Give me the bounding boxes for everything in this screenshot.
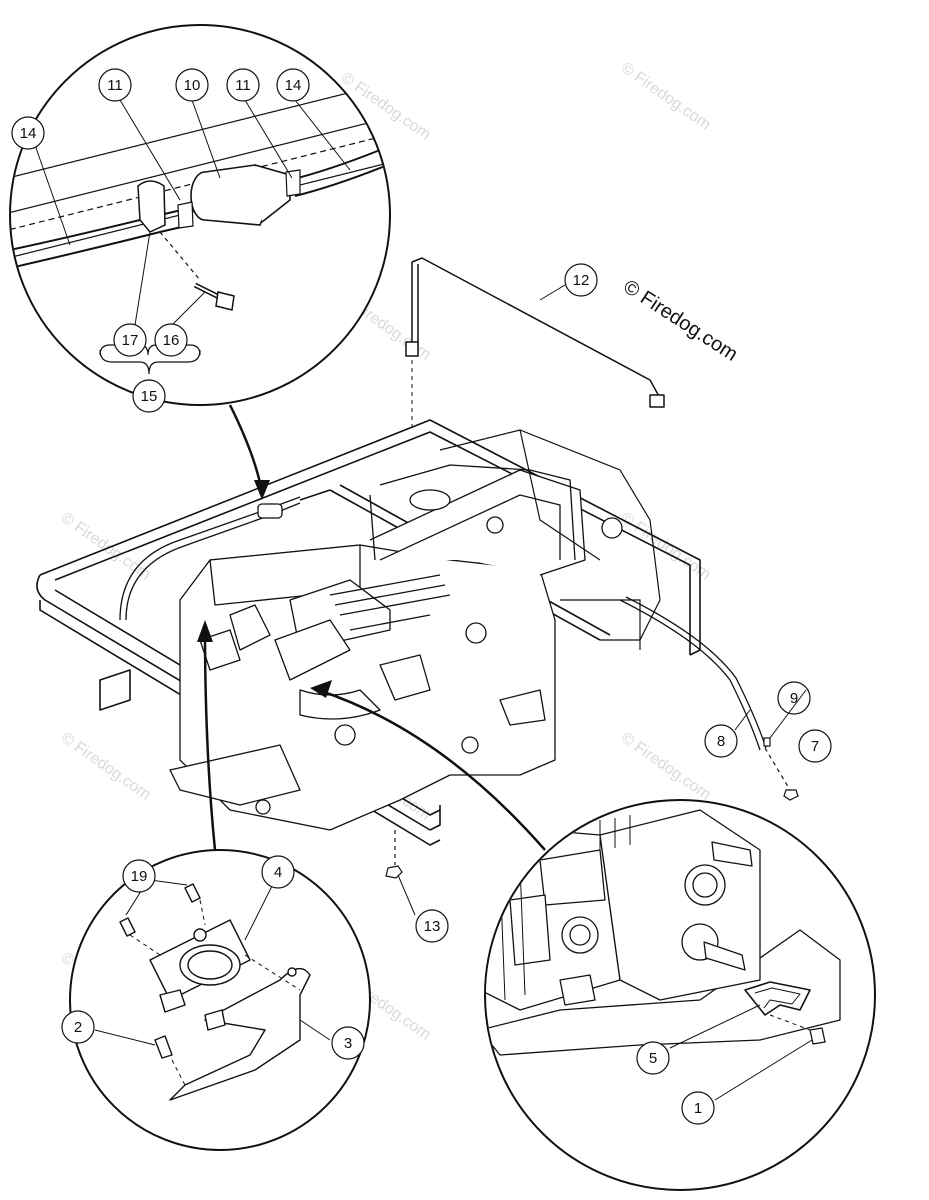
callout-label: 14 — [285, 77, 302, 94]
callout-13: 13 — [415, 909, 449, 943]
callout-8: 8 — [704, 724, 738, 758]
fuel-line — [119, 496, 767, 751]
callout-label: 16 — [163, 332, 180, 349]
callout-16: 16 — [154, 323, 188, 357]
leader-lines — [397, 284, 807, 916]
callout-label: 13 — [424, 918, 441, 935]
callout-1: 1 — [681, 1091, 715, 1125]
callout-label: 7 — [811, 738, 819, 755]
callout-label: 17 — [122, 332, 139, 349]
callout-2: 2 — [61, 1010, 95, 1044]
callout-10: 10 — [175, 68, 209, 102]
transaxle-cover-detail — [484, 799, 876, 1191]
callout-label: 19 — [131, 868, 148, 885]
callout-label: 11 — [107, 77, 123, 94]
engine-assembly — [169, 464, 623, 831]
arrow-heads — [197, 480, 332, 698]
callout-7: 7 — [798, 729, 832, 763]
callout-label: 3 — [344, 1035, 352, 1052]
frame-nut — [385, 830, 403, 879]
callout-4: 4 — [261, 855, 295, 889]
callout-14: 14 — [11, 116, 45, 150]
callout-label: 9 — [790, 690, 798, 707]
callout-15: 15 — [132, 379, 166, 413]
callout-14: 14 — [276, 68, 310, 102]
callout-label: 8 — [717, 733, 725, 750]
callouts: 1 2 3 4 5 7 8 9 10 11 11 12 13 14 14 15 … — [11, 68, 832, 1125]
fuel-line-bracket — [405, 257, 665, 430]
callout-17: 17 — [113, 323, 147, 357]
watermark: © Firedog.com — [618, 59, 714, 133]
callout-9: 9 — [777, 681, 811, 715]
group-brace — [99, 349, 201, 375]
callout-label: 12 — [573, 272, 590, 289]
callout-label: 2 — [74, 1019, 82, 1036]
callout-3: 3 — [331, 1026, 365, 1060]
callout-label: 14 — [20, 125, 37, 142]
oil-cooler-detail — [69, 849, 371, 1151]
callout-12: 12 — [564, 263, 598, 297]
callout-5: 5 — [636, 1041, 670, 1075]
callout-label: 4 — [274, 864, 282, 881]
drain-hardware — [763, 737, 799, 801]
rear-body — [439, 429, 661, 650]
fuel-filter-detail — [9, 24, 391, 406]
copyright-label: © Firedog.com — [619, 276, 741, 366]
callout-19: 19 — [122, 859, 156, 893]
callout-label: 1 — [694, 1100, 702, 1117]
watermark: © Firedog.com — [58, 729, 154, 803]
callout-label: 15 — [141, 388, 158, 405]
callout-11: 11 — [226, 68, 260, 102]
callout-label: 11 — [235, 77, 251, 94]
callout-label: 5 — [649, 1050, 657, 1067]
inline-fuel-filter — [257, 503, 283, 519]
callout-11: 11 — [98, 68, 132, 102]
watermark: © Firedog.com — [618, 729, 714, 803]
callout-label: 10 — [184, 77, 201, 94]
